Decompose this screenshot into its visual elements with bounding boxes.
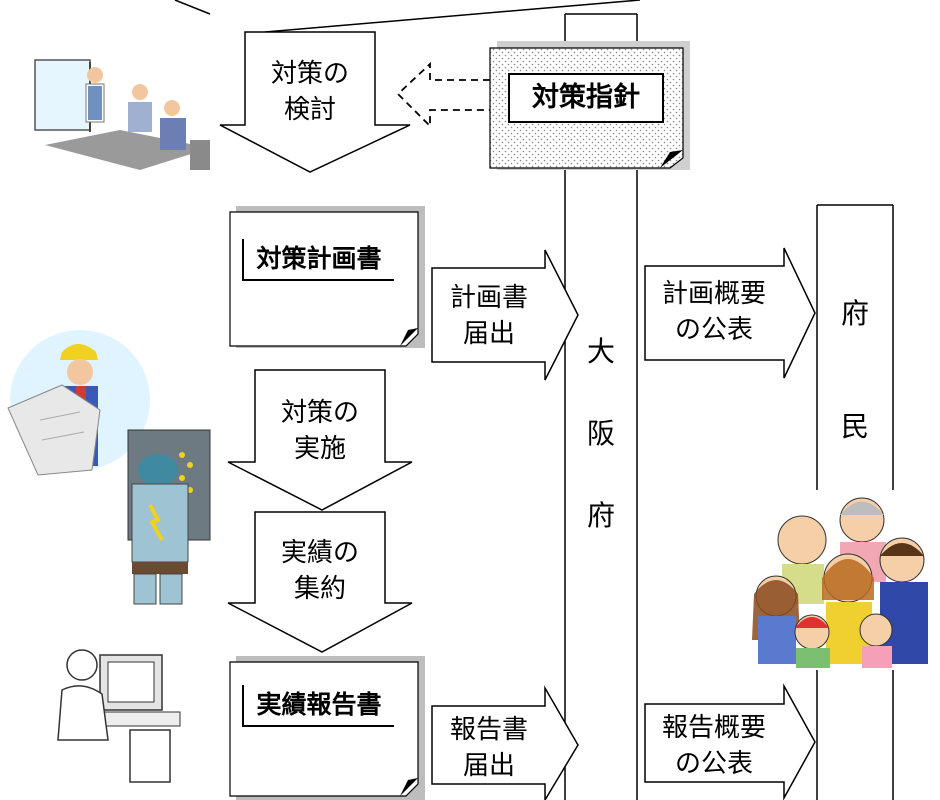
family-illustration: [748, 490, 940, 670]
guideline-title: 対策指針: [508, 73, 664, 123]
right-arrow-report-publish: [644, 683, 816, 800]
step-aggregate-label: 実績の 集約: [280, 538, 359, 604]
meeting-illustration: [34, 59, 210, 170]
plan-document-title: 対策計画書: [242, 239, 394, 281]
citizens-char-1: 府: [841, 297, 870, 330]
report-publication-label: 報告概要 の公表: [661, 713, 766, 779]
engineer-illustration: [7, 330, 150, 476]
prefecture-char-3: 府: [587, 499, 616, 532]
citizens-char-2: 民: [841, 410, 870, 443]
computer-user-illustration: [57, 649, 181, 783]
technician-illustration: [127, 429, 211, 605]
plan-publication-label: 計画概要 の公表: [661, 279, 766, 345]
prefecture-char-2: 阪: [587, 417, 616, 450]
prefecture-char-1: 大: [587, 335, 616, 368]
plan-submission-label: 計画書 届出: [449, 283, 528, 349]
down-arrow-aggregate: [227, 511, 413, 653]
right-arrow-plan-publish: [644, 247, 816, 379]
top-connector-lines: [174, 0, 641, 33]
step-consider-label: 対策の 検討: [270, 59, 349, 125]
report-document: [229, 656, 425, 800]
step-implement-label: 対策の 実施: [280, 398, 359, 464]
report-submission-label: 報告書 届出: [449, 715, 528, 781]
report-document-title: 実績報告書: [242, 685, 394, 727]
down-arrow-implement: [227, 369, 413, 511]
down-arrow-consider: [219, 31, 411, 173]
right-arrow-plan-submit: [431, 249, 579, 381]
right-arrow-report-submit: [431, 685, 579, 800]
dashed-arrow-guideline: [396, 61, 490, 129]
